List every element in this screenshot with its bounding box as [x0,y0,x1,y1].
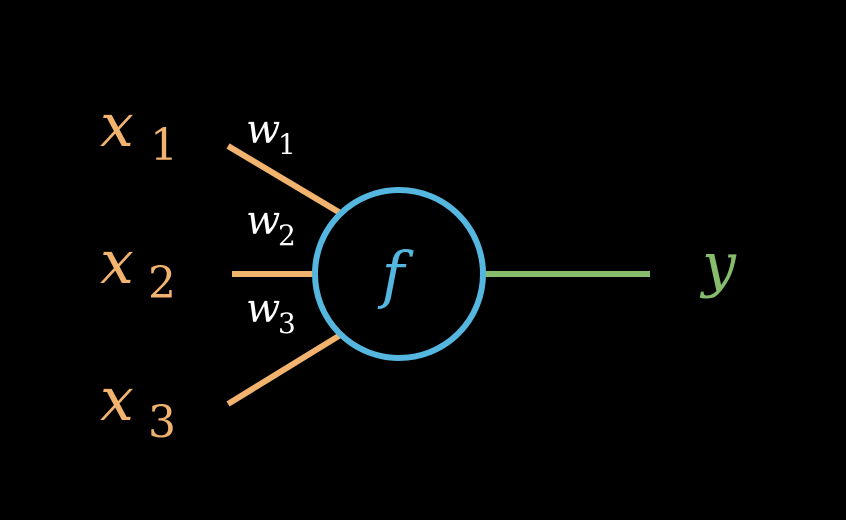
output-label: y [699,230,737,300]
weight-label-2: w2 [246,198,296,252]
weight-label-1: w1 [246,107,296,161]
neuron-node [312,187,486,361]
weight-label-3: w3 [246,286,296,340]
input-edge-3 [226,331,344,407]
input-edge-1 [226,143,344,217]
